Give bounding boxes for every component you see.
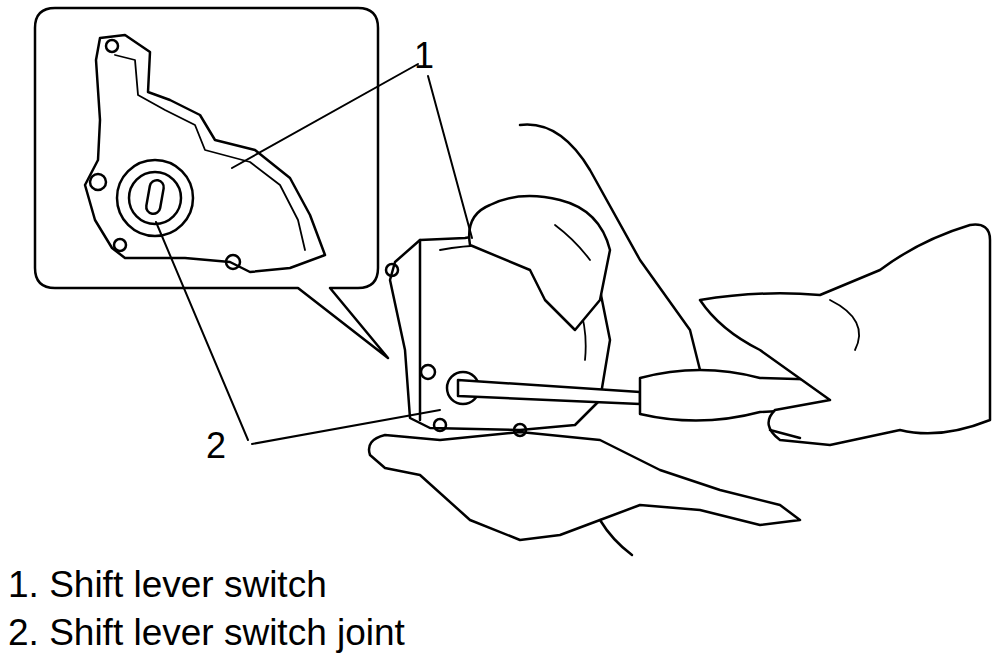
leader-line <box>232 64 418 168</box>
callout-number: 2 <box>206 428 226 464</box>
callout-number: 1 <box>414 38 434 74</box>
joint-ring <box>129 172 181 224</box>
screwdriver-shaft <box>458 380 640 404</box>
bolt <box>114 239 126 251</box>
bolt <box>226 255 240 269</box>
switch-flange <box>419 240 422 420</box>
wrist <box>600 520 632 555</box>
bolt <box>106 40 118 52</box>
leader-line <box>428 76 472 238</box>
arm <box>520 125 700 370</box>
leader-line <box>252 410 440 444</box>
lower-hand <box>369 432 800 540</box>
switch-cover <box>85 35 325 272</box>
part-name: 2. Shift lever switch joint <box>8 614 405 651</box>
part-name: 1. Shift lever switch <box>8 566 327 603</box>
joint-slot <box>145 179 165 215</box>
inset-frame <box>35 8 388 358</box>
bolt <box>514 424 526 436</box>
thumb-line <box>770 430 800 438</box>
bolt <box>421 365 435 379</box>
bolt <box>434 419 446 431</box>
right-hand <box>700 225 990 445</box>
knuckle-line <box>830 300 859 350</box>
leader-line <box>156 222 248 440</box>
bolt <box>90 174 106 190</box>
upper-hand <box>469 196 610 330</box>
bolt <box>386 264 398 276</box>
joint-housing <box>117 160 193 236</box>
cover-rib <box>115 55 305 250</box>
finger-line <box>555 225 590 260</box>
